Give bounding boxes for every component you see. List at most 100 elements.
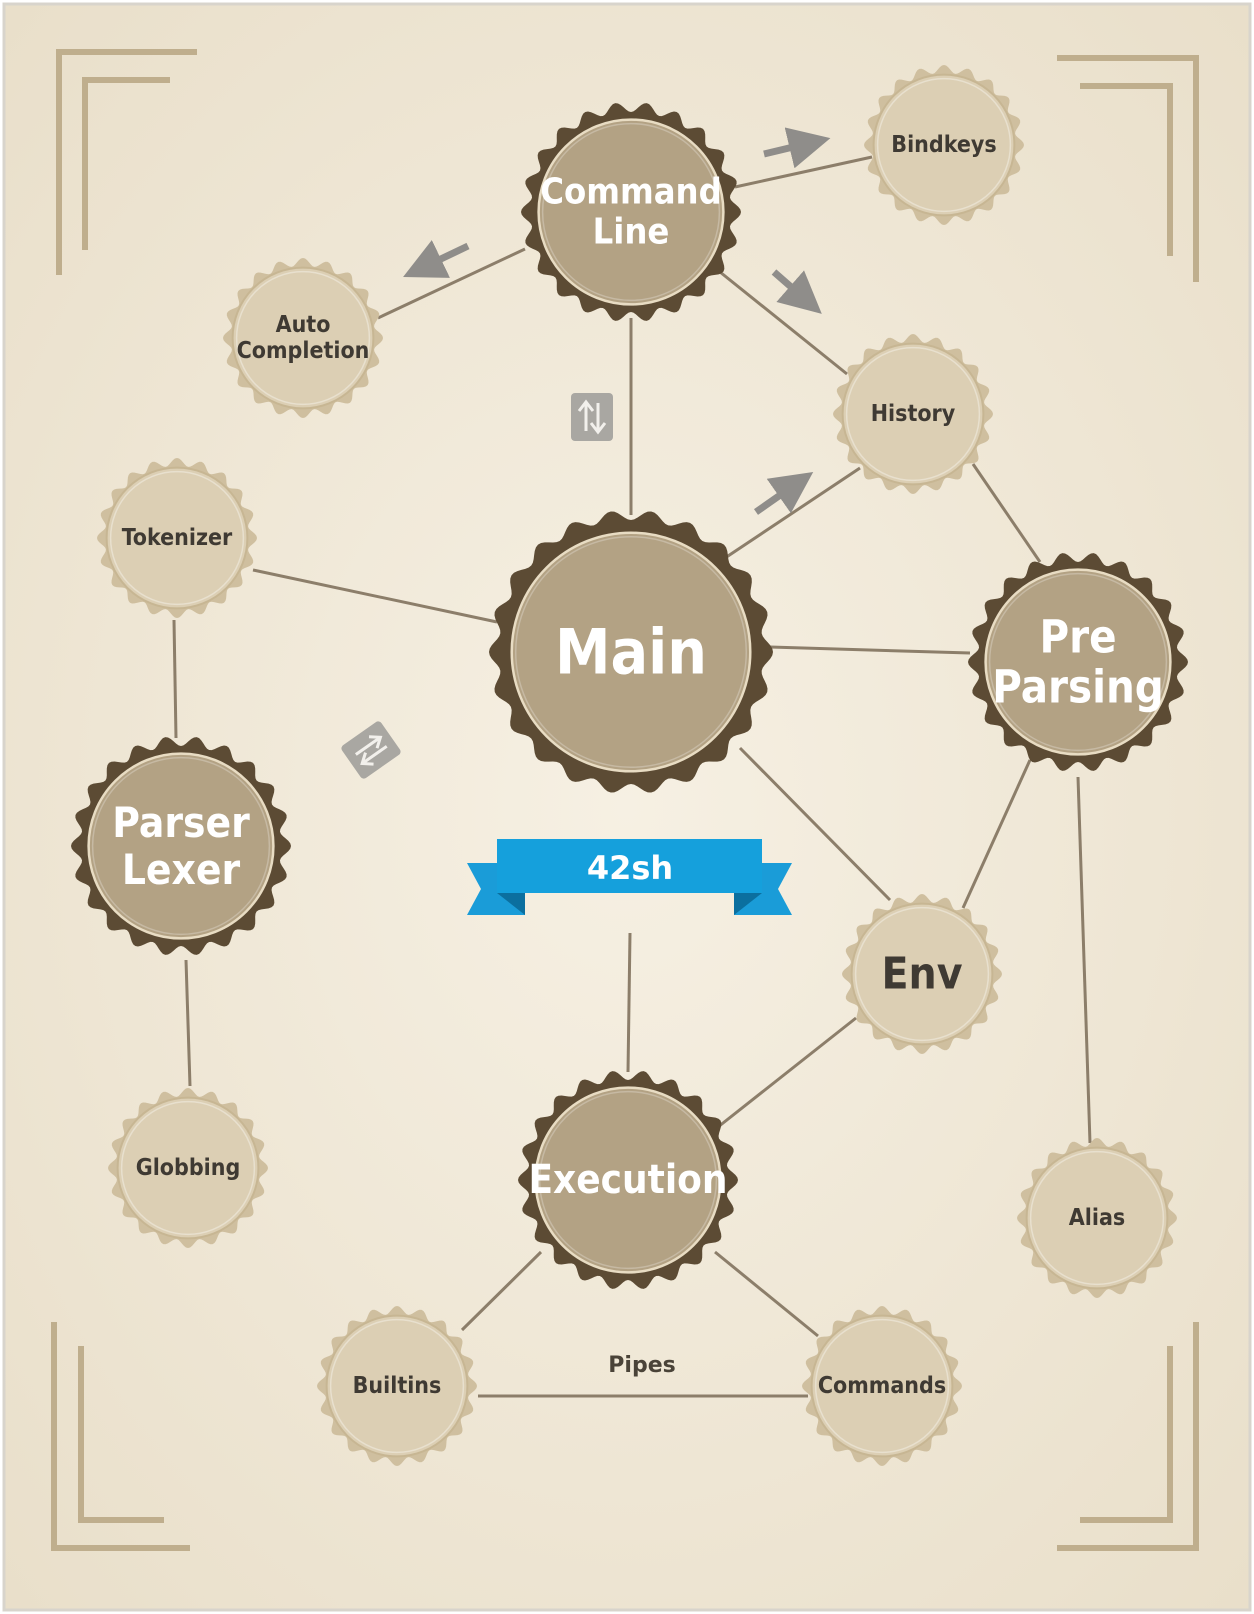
corner-bottom-right (1057, 1322, 1199, 1551)
auto-completion-label-line-1: Auto (276, 312, 331, 338)
pre-parsing-disc-ring (988, 572, 1168, 752)
banner-title: 42sh (587, 849, 673, 887)
command-line-disc (537, 118, 725, 306)
node-history: History (833, 334, 993, 494)
command-line-label-line-1: Command (540, 171, 722, 212)
corner-top-right-inner (1080, 83, 1173, 256)
node-env: Env (842, 894, 1002, 1054)
pre-parsing-disc (984, 568, 1172, 756)
tokenizer-label-line-1: Tokenizer (122, 525, 233, 551)
parser-lexer-disc (87, 752, 275, 940)
arrow-icon (763, 127, 831, 169)
pre-parsing-label-line-2: Parsing (992, 661, 1164, 714)
parser-lexer-label-line-1: Parser (112, 798, 250, 847)
edge-execution-commands (714, 1250, 819, 1338)
edge-commandline-history (719, 270, 848, 376)
corner-top-left (56, 49, 197, 275)
banner-ribbon (497, 839, 762, 893)
up-down-arrows-icon (571, 393, 613, 441)
env-label-line-1: Env (881, 949, 962, 1000)
main-label-line-1: Main (555, 616, 707, 689)
env-disc (850, 902, 994, 1046)
edge-tokenizer-parser (172, 619, 178, 739)
alias-disc (1025, 1146, 1169, 1290)
node-main: Main (489, 511, 773, 793)
edges (172, 155, 1092, 1398)
main-disc (510, 531, 752, 773)
globbing-disc (116, 1096, 260, 1240)
bindkeys-label-line-1: Bindkeys (891, 132, 996, 158)
edge-main-tokenizer (252, 568, 498, 624)
corner-bottom-right-inner (1080, 1346, 1173, 1523)
edge-banner-execution (626, 932, 632, 1073)
arrow-icon (403, 239, 470, 278)
edge-main-preparsing (769, 645, 971, 655)
title-banner: 42sh (467, 839, 792, 915)
edge-commandline-bindkeys (734, 155, 873, 189)
parser-lexer-disc-ring (91, 756, 271, 936)
edge-preparsing-env (961, 759, 1032, 909)
globbing-disc-ring (120, 1100, 256, 1236)
parser-lexer-label-line-2: Lexer (122, 845, 241, 894)
execution-label-line-1: Execution (528, 1157, 727, 1203)
edge-preparsing-alias (1076, 776, 1092, 1144)
node-globbing: Globbing (108, 1088, 268, 1248)
left-right-arrows-icon (341, 721, 401, 779)
alias-disc-ring (1029, 1150, 1165, 1286)
bindkeys-disc (872, 73, 1016, 217)
node-alias: Alias (1017, 1138, 1177, 1298)
node-builtins: Builtins (317, 1306, 477, 1466)
commands-disc-ring (814, 1318, 950, 1454)
history-label-line-1: History (871, 401, 956, 427)
builtins-disc-ring (329, 1318, 465, 1454)
history-disc (841, 342, 985, 486)
bindkeys-disc-ring (876, 77, 1012, 213)
banner-fold-left (497, 893, 525, 915)
arrow-icon (753, 471, 814, 515)
commands-label-line-1: Commands (818, 1373, 946, 1399)
command-line-disc-ring (541, 122, 721, 302)
corner-ornaments (51, 49, 1199, 1551)
execution-disc-ring (538, 1090, 718, 1270)
banner-fold-right (734, 893, 762, 915)
node-tokenizer: Tokenizer (97, 458, 257, 618)
direction-arrows (403, 127, 831, 515)
env-disc-ring (854, 906, 990, 1042)
edge-main-env (738, 746, 892, 902)
node-bindkeys: Bindkeys (864, 65, 1024, 225)
tokenizer-disc-ring (109, 470, 245, 606)
history-disc-ring (845, 346, 981, 482)
auto-completion-disc-ring (235, 270, 371, 406)
edge-execution-builtins (460, 1250, 543, 1332)
edge-commandline-autocompletion (377, 247, 526, 320)
auto-completion-label-line-2: Completion (237, 338, 370, 364)
edge-history-preparsing (971, 463, 1042, 563)
corner-top-left-inner (82, 77, 170, 250)
tokenizer-disc (105, 466, 249, 610)
pre-parsing-label-line-1: Pre (1039, 610, 1116, 663)
execution-disc (534, 1086, 722, 1274)
node-execution: Execution (518, 1071, 738, 1289)
corner-top-right (1057, 55, 1199, 282)
corner-bottom-left-inner (78, 1346, 164, 1523)
builtins-disc (325, 1314, 469, 1458)
alias-label-line-1: Alias (1069, 1205, 1125, 1231)
edge-env-execution (717, 1016, 857, 1129)
command-line-label-line-2: Line (593, 212, 670, 253)
globbing-label-line-1: Globbing (136, 1155, 241, 1181)
main-disc-ring (514, 535, 748, 769)
arrow-icon (771, 269, 822, 314)
node-commands: Commands (802, 1306, 962, 1466)
edge-label-pipes: Pipes (608, 1353, 675, 1378)
edge-parser-globbing (184, 959, 192, 1087)
corner-bottom-left (51, 1322, 190, 1551)
builtins-label-line-1: Builtins (353, 1373, 442, 1399)
auto-completion-disc (231, 266, 375, 410)
commands-disc (810, 1314, 954, 1458)
